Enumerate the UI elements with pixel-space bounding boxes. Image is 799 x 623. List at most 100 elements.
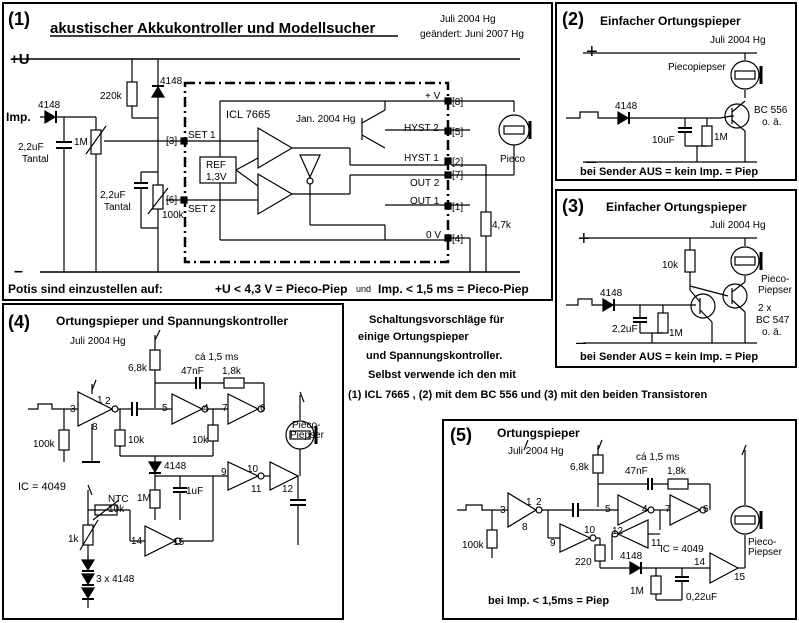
p4-pin-11: 11 [251, 484, 262, 495]
hyst1-label: HYST 1 [404, 153, 439, 164]
p4-cap-1u: 1uF [186, 486, 203, 497]
panel-3-transistor: BC 547 [756, 315, 790, 326]
set2-label: SET 2 [188, 204, 216, 215]
pin-4: [4] [452, 234, 463, 245]
panel-3-equivalent: o. ä. [762, 327, 781, 338]
p4-diodes: 3 x 4148 [96, 574, 135, 585]
p5-buzzer-1: Pieco- [748, 537, 776, 548]
p5-diode: 4148 [620, 551, 643, 562]
p4-resistor-1k: 1k [68, 534, 80, 545]
note-line-3: und Spannungskontroller. [366, 350, 502, 362]
p4-pin-3: 3 [70, 404, 76, 415]
p4-cap-47n: 47nF [181, 366, 204, 377]
cap-1-label: 2,2uF [18, 142, 44, 153]
p4-pin-9: 9 [221, 467, 227, 478]
p4-pin-7: 7 [222, 403, 228, 414]
p5-pin-6: 6 [703, 504, 709, 515]
p5-pin-9: 9 [550, 538, 556, 549]
vplus-label: + V [425, 91, 441, 102]
p4-pin-14: 14 [131, 536, 143, 547]
pin-8: [8] [452, 97, 463, 108]
p5-pin-4: 4 [642, 504, 648, 515]
panel-3-transistor-count: 2 x [758, 303, 771, 314]
p5-pin-3: 3 [500, 505, 506, 516]
note-line-2: einige Ortungspieper [358, 331, 469, 343]
note-line-4: Selbst verwende ich den mit [368, 369, 516, 381]
panel-3-plus: + [578, 228, 590, 250]
panel-1-number: (1) [8, 9, 30, 29]
panel-2-diode: 4148 [615, 101, 638, 112]
diode-label-2: 4148 [160, 76, 183, 87]
panel-5-frame [442, 419, 797, 620]
panel-5-footer: bei Imp. < 1,5ms = Piep [488, 595, 609, 607]
p5-ic: IC = 4049 [660, 544, 704, 555]
p4-buzzer-2: Piepser [290, 430, 325, 441]
p5-pin-1: 1 [526, 497, 532, 508]
p4-pin-2: 2 [105, 396, 111, 407]
p4-pin-12: 12 [282, 484, 294, 495]
panel-2-buzzer: Piecopiepser [668, 62, 726, 73]
panel-3-title: Einfacher Ortungspieper [606, 200, 747, 214]
panel-3-cap: 2,2uF [612, 324, 638, 335]
p5-buzzer-2: Piepser [748, 547, 783, 558]
footer-potis: Potis sind einzustellen auf: [8, 282, 163, 296]
pin-5: [5] [452, 127, 463, 138]
pot-100k-label: 100k [162, 210, 185, 221]
p5-pin-8: 8 [522, 522, 528, 533]
panel-2-footer: bei Sender AUS = kein Imp. = Piep [580, 166, 758, 178]
p4-ic: IC = 4049 [18, 481, 66, 493]
panel-5-number: (5) [450, 425, 472, 445]
panel-2-equivalent: o. ä. [762, 117, 781, 128]
pot-1m-label: 1M [74, 137, 88, 148]
panel-3-resistor: 1M [669, 328, 683, 339]
p4-diode: 4148 [164, 461, 187, 472]
p5-cap-022: 0,22uF [686, 592, 717, 603]
footer-impulse: Imp. < 1,5 ms = Pieco-Piep [378, 282, 529, 296]
p5-pin-5: 5 [605, 504, 611, 515]
p4-pin-4: 4 [203, 403, 209, 414]
p4-resistor-10k-b: 10k [192, 435, 209, 446]
cap-1-type: Tantal [22, 154, 49, 165]
p4-pin-6: 6 [260, 403, 266, 414]
panel-3-buzzer-1: Pieco- [761, 274, 789, 285]
p5-resistor-100k: 100k [462, 540, 485, 551]
p5-pin-14: 14 [694, 557, 706, 568]
panel-3-diode: 4148 [600, 288, 623, 299]
pin-6: [6] [166, 195, 177, 206]
footer-voltage: +U < 4,3 V = Pieco-Piep [215, 282, 347, 296]
panel-2-minus: – [586, 151, 596, 171]
pin-7: [7] [452, 170, 463, 181]
panel-2-frame [555, 2, 797, 181]
panel-2-date: Juli 2004 Hg [710, 35, 766, 46]
panel-1-title: akustischer Akkukontroller und Modellsuc… [50, 20, 376, 37]
ref-voltage: 1,3V [206, 172, 227, 183]
panel-1-frame [2, 2, 553, 301]
panel-1-changed: geändert: Juni 2007 Hg [420, 29, 524, 40]
p5-pin-12: 12 [612, 526, 624, 537]
panel-2-transistor: BC 556 [754, 105, 788, 116]
ic-label: ICL 7665 [226, 109, 270, 121]
panel-5-title: Ortungspieper [497, 426, 580, 440]
p5-pin-2: 2 [536, 497, 542, 508]
cap-2-label: 2,2uF [100, 190, 126, 201]
p4-resistor-18k: 1,8k [222, 366, 242, 377]
p5-pin-10: 10 [584, 525, 596, 536]
panel-3-minus: – [576, 332, 586, 352]
p4-pin-8: 8 [92, 422, 98, 433]
panel-4-frame [2, 303, 344, 620]
p4-timing: cá 1,5 ms [195, 352, 238, 363]
p5-resistor-68k: 6,8k [570, 462, 590, 473]
panel-4-number: (4) [8, 312, 30, 332]
p5-resistor-18k: 1,8k [667, 466, 687, 477]
ic-date: Jan. 2004 Hg [296, 114, 356, 125]
pin-2: [2] [452, 157, 463, 168]
p4-pin-15: 15 [173, 537, 185, 548]
supply-plus-label: +U [10, 51, 30, 68]
cap-2-type: Tantal [104, 202, 131, 213]
p4-pin-5: 5 [162, 403, 168, 414]
p5-timing: cá 1,5 ms [636, 452, 679, 463]
imp-label: Imp. [6, 110, 31, 124]
footer-und: und [356, 284, 371, 294]
p4-resistor-100k: 100k [33, 439, 56, 450]
